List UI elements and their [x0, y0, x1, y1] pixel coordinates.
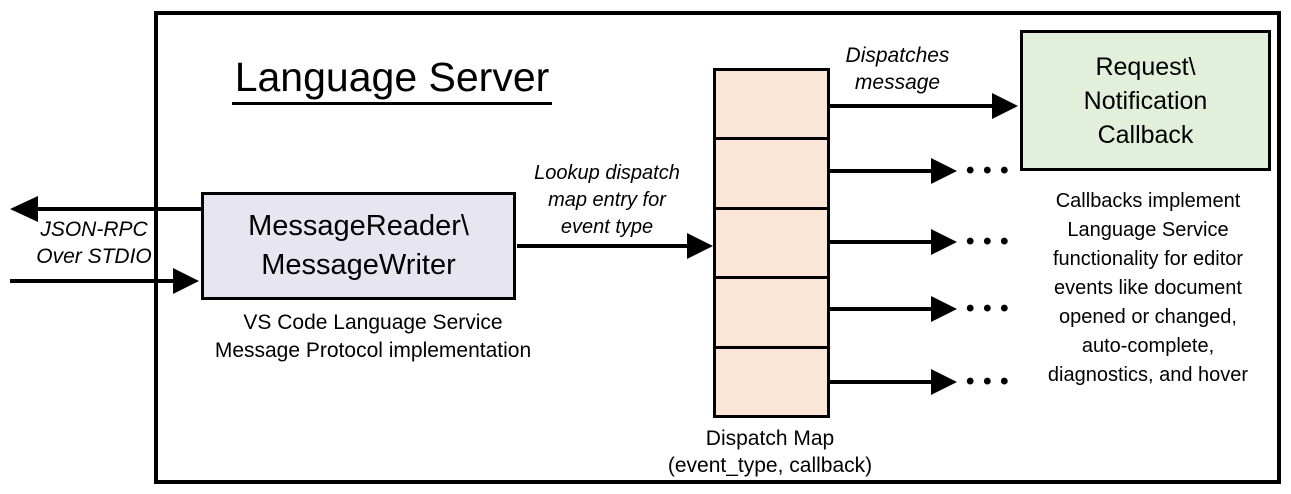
callback-caption-line1: Callbacks implement	[1055, 190, 1241, 212]
ellipsis-row2: • • •	[966, 157, 1010, 184]
lookup-label-line1: Lookup dispatch	[534, 162, 680, 184]
dispatches-message-label: Dispatches message	[825, 42, 970, 96]
callback-caption-line6: auto-complete,	[1081, 335, 1215, 357]
reader-box-line2: MessageWriter	[261, 249, 456, 281]
callback-caption-line4: events like document	[1054, 277, 1242, 299]
message-reader-writer-box: MessageReader\ MessageWriter	[201, 192, 516, 300]
callback-box: Request\ Notification Callback	[1020, 30, 1271, 171]
dispatch-map-cell	[716, 276, 827, 345]
callback-box-line1: Request\	[1095, 52, 1196, 81]
dispatch-map-caption: Dispatch Map (event_type, callback)	[653, 425, 887, 479]
lookup-label: Lookup dispatch map entry for event type	[518, 160, 696, 241]
lookup-label-line2: map entry for	[548, 189, 666, 211]
map-caption-line1: Dispatch Map	[705, 427, 835, 450]
ellipsis-row4: • • •	[966, 295, 1010, 322]
map-caption-line2: (event_type, callback)	[667, 454, 873, 477]
dispatch-map-cell	[716, 71, 827, 137]
callback-caption: Callbacks implement Language Service fun…	[1012, 187, 1284, 390]
dispatch-map	[713, 68, 830, 418]
stdio-label-line2: Over STDIO	[36, 245, 152, 268]
dispatches-label-line2: message	[854, 71, 941, 94]
language-server-boundary	[154, 11, 1281, 484]
dispatches-label-line1: Dispatches	[845, 44, 950, 67]
callback-box-line2: Notification	[1083, 86, 1208, 115]
reader-caption: VS Code Language Service Message Protoco…	[188, 309, 558, 365]
callback-caption-line5: opened or changed,	[1059, 306, 1237, 328]
reader-box-line1: MessageReader\	[248, 210, 469, 242]
stdio-label: JSON-RPC Over STDIO	[18, 216, 170, 270]
callback-caption-line3: functionality for editor	[1052, 248, 1244, 270]
reader-caption-line2: Message Protocol implementation	[214, 339, 532, 362]
callback-caption-line7: diagnostics, and hover	[1047, 364, 1249, 386]
ellipsis-row3: • • •	[966, 228, 1010, 255]
dispatch-map-cell	[716, 137, 827, 206]
page-title-text: Language Server	[231, 54, 553, 105]
reader-caption-line1: VS Code Language Service	[243, 311, 503, 334]
dispatch-map-cell	[716, 345, 827, 415]
stdio-label-line1: JSON-RPC	[40, 218, 148, 241]
dispatch-map-cell	[716, 206, 827, 276]
ellipsis-row5: • • •	[966, 368, 1010, 395]
lookup-label-line3: event type	[560, 216, 654, 238]
callback-box-line3: Callback	[1097, 120, 1194, 149]
page-title: Language Server	[212, 54, 572, 105]
callback-caption-line2: Language Service	[1067, 219, 1229, 241]
